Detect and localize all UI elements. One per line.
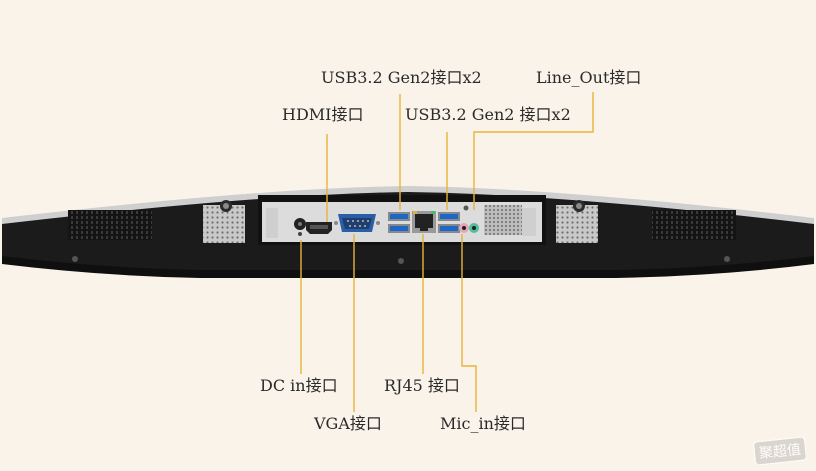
label-vga: VGA接口 [314,414,382,433]
label-dc-in: DC in接口 [260,376,338,395]
right-mount-pad [556,200,598,243]
ethernet-port-icon [412,211,436,233]
screw-icon [398,258,404,264]
label-usb-top: USB3.2 Gen2接口x2 [321,68,482,87]
left-vent-grille [68,210,152,240]
leader-mic-in [461,234,477,412]
screw-icon [576,203,582,209]
label-line-out: Line_Out接口 [536,68,642,87]
right-vent-grille [652,210,736,240]
left-mount-pad [203,200,245,243]
label-rj45: RJ45 接口 [384,376,460,395]
hdmi-port-icon [306,222,332,234]
usb-port-icon [438,212,460,233]
label-usb-mid: USB3.2 Gen2 接口x2 [405,105,571,124]
label-hdmi: HDMI接口 [282,105,364,124]
leader-line-out [473,92,594,210]
dc-jack-icon [294,218,306,236]
screw-icon [72,256,78,262]
screw-icon [724,256,730,262]
usb-port-icon [388,212,410,233]
vga-port-icon [334,214,380,232]
leader-lines [300,92,594,412]
audio-jack-icon [459,205,479,233]
screw-icon [223,203,229,209]
label-mic-in: Mic_in接口 [440,414,526,433]
